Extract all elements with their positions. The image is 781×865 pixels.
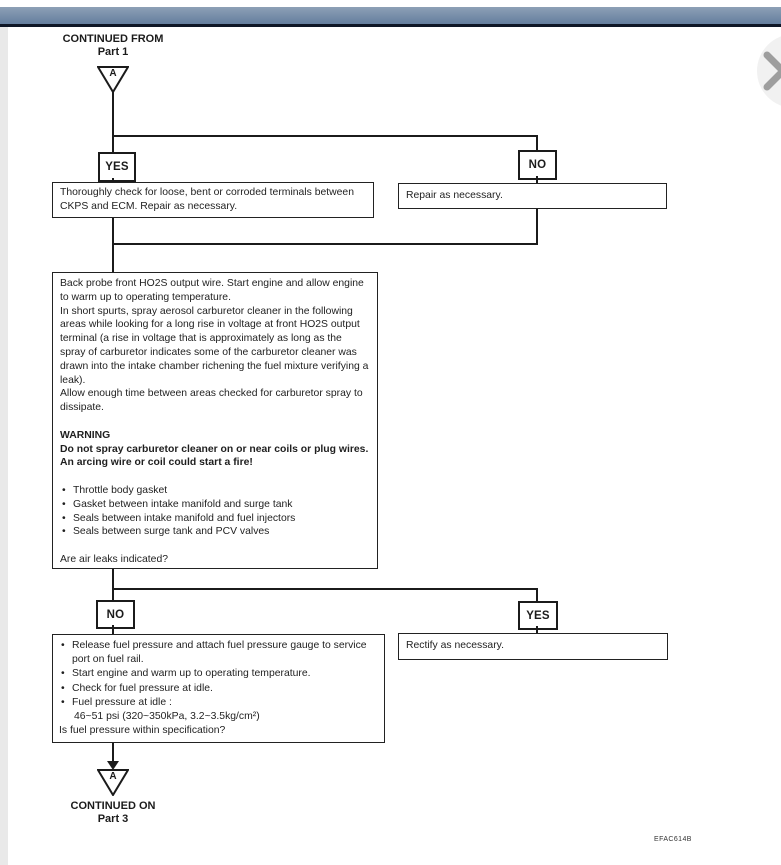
flow-line [112,588,538,590]
branch1-no-action-box: Repair as necessary. [398,183,667,209]
decision-question: Is fuel pressure within specification? [59,725,226,737]
list-item: Start engine and warm up to operating te… [59,667,378,681]
flow-line [112,743,114,763]
flow-line [112,243,538,245]
warning-text: Do not spray carburetor cleaner on or ne… [60,443,369,469]
flow-line [112,245,114,272]
air-leak-test-box: Back probe front HO2S output wire. Start… [52,272,378,569]
fuel-pressure-test-box: Release fuel pressure and attach fuel pr… [52,634,385,743]
branch1-no-label: NO [518,150,557,180]
flow-line [112,137,114,153]
continued-from-title: CONTINUED FROM [62,33,164,45]
list-item: Fuel pressure at idle : [59,696,378,710]
fuel-pressure-spec: 46~51 psi (320~350kPa, 3.2~3.5kg/cm²) [74,711,260,723]
flow-line [112,135,538,137]
next-page-button[interactable] [757,34,781,108]
flow-line [536,209,538,243]
main-box-paragraph: Allow enough time between areas checked … [60,388,363,414]
decision-question: Are air leaks indicated? [60,553,169,565]
main-box-paragraph: In short spurts, spray aerosol carbureto… [60,305,369,386]
list-item: Gasket between intake manifold and surge… [60,498,370,512]
arrow-down-icon [107,761,119,770]
flow-line [536,176,538,184]
connector-a-top-letter: A [109,68,117,79]
continued-from-subtitle: Part 1 [97,45,129,58]
flow-line [112,178,114,183]
connector-a-bottom-letter: A [109,771,117,782]
flow-line [536,137,538,151]
flow-line [112,569,114,588]
flow-line [112,625,114,634]
continued-on-subtitle: Part 3 [97,812,129,825]
list-item: Seals between surge tank and PCV valves [60,525,370,539]
flow-line [536,626,538,633]
continued-from-label: CONTINUED FROM Part 1 [33,33,193,58]
branch2-no-label: NO [96,600,135,629]
connector-a-top: A [96,66,130,94]
title-bar [0,7,781,27]
continued-on-title: CONTINUED ON [70,800,156,812]
branch2-yes-action-box: Rectify as necessary. [398,633,668,660]
flow-line [112,218,114,243]
branch2-yes-label: YES [518,601,558,630]
leak-check-areas-list: Throttle body gasket Gasket between inta… [60,484,370,539]
flow-line [536,590,538,601]
left-gutter [0,27,8,865]
branch1-yes-action-box: Thoroughly check for loose, bent or corr… [52,182,374,218]
continued-on-label: CONTINUED ON Part 3 [33,800,193,825]
list-item: Check for fuel pressure at idle. [59,682,378,696]
connector-a-bottom: A [96,769,130,797]
flow-line [112,92,114,135]
list-item: Throttle body gasket [60,484,370,498]
list-item: Release fuel pressure and attach fuel pr… [59,639,378,667]
main-box-paragraph: Back probe front HO2S output wire. Start… [60,278,364,303]
list-item: Seals between intake manifold and fuel i… [60,512,370,526]
figure-code: EFAC614B [654,836,692,843]
branch1-yes-label: YES [98,152,136,182]
warning-title: WARNING [60,429,111,441]
flow-line [112,590,114,600]
